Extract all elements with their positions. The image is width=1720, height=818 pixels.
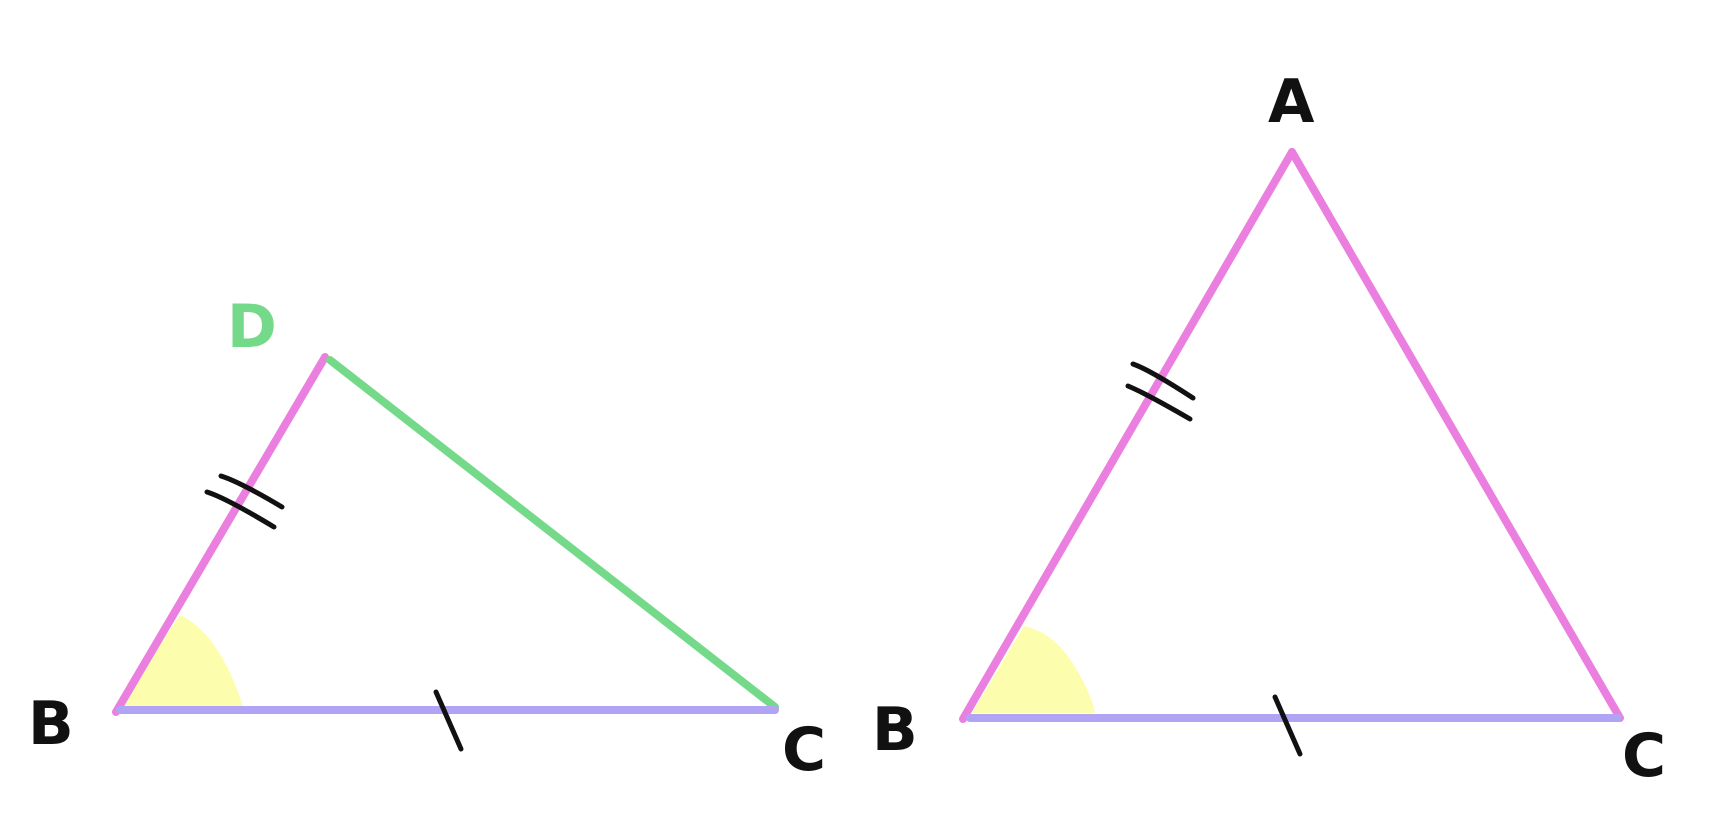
vertex-label-b-right: B [872,695,918,765]
vertex-label-b-left: B [28,689,74,759]
triangle-dbc: D B C [28,292,826,785]
triangle-abc: A B C [872,67,1666,791]
side-ab [959,148,1296,723]
vertex-label-a: A [1268,67,1315,137]
angle-b-marker-right [972,626,1095,713]
side-ac [1288,148,1624,722]
double-tick-bd [204,473,285,530]
angle-b-marker-left [118,615,243,707]
single-tick-bc-right [1272,694,1303,757]
single-tick-bc-left [433,689,464,752]
double-tick-ab [1125,361,1196,422]
vertex-label-c-left: C [782,715,826,785]
vertex-label-c-right: C [1622,721,1666,791]
vertex-label-d: D [227,292,277,362]
side-dc [326,356,779,711]
side-bd [112,353,329,716]
